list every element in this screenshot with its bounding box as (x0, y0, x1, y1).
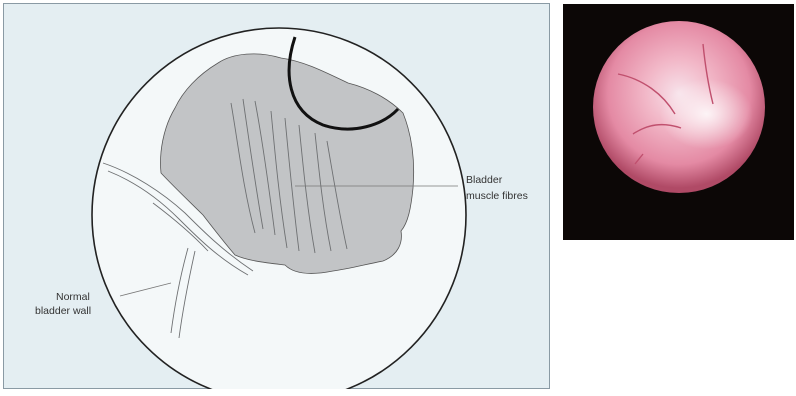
label-bladder-wall: bladder wall (35, 305, 91, 317)
tissue-highlight (637, 70, 753, 158)
label-muscle-fibres: muscle fibres (466, 190, 528, 202)
schematic-diagram: Bladder muscle fibres Normal bladder wal… (3, 3, 550, 389)
endoscopic-photo (563, 4, 794, 240)
label-normal: Normal (56, 291, 90, 303)
label-bladder: Bladder (466, 174, 503, 186)
